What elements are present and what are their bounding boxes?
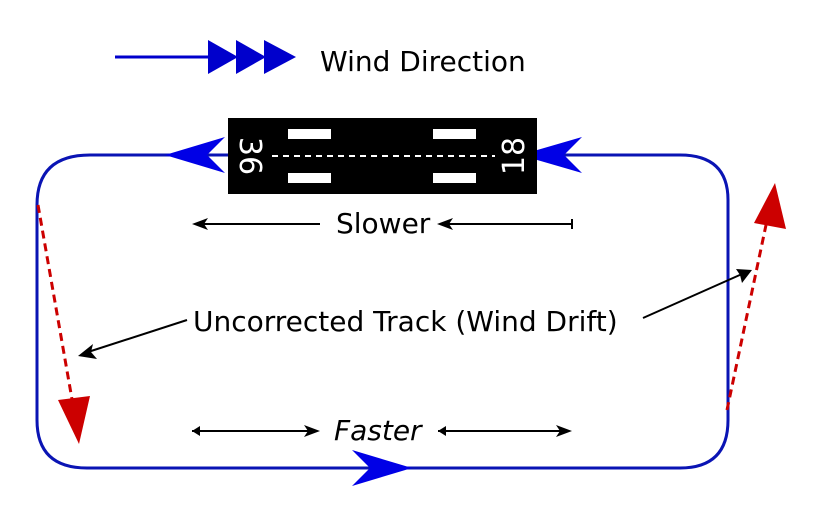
downwind-arrowhead-icon [352,450,412,486]
slower-arrows [192,218,573,230]
runway [228,118,537,194]
uncorrected-track-label: Uncorrected Track (Wind Drift) [193,305,618,338]
faster-label: Faster [334,414,423,447]
slower-label: Slower [336,207,431,240]
faster-arrows [192,425,572,437]
uncorrected-pointer-left [78,319,188,359]
wind-drift-track-right [725,183,786,411]
final-arrowhead-icon [520,137,582,173]
legend-label: Wind Direction [320,45,526,78]
wind-arrow-icon [115,40,296,74]
uncorrected-pointer-right [642,269,752,319]
runway-number-18: 18 [497,137,532,175]
wind-drift-track-left [36,204,90,444]
runway-number-36: 36 [232,137,267,175]
upwind-arrowhead-icon [165,137,225,173]
